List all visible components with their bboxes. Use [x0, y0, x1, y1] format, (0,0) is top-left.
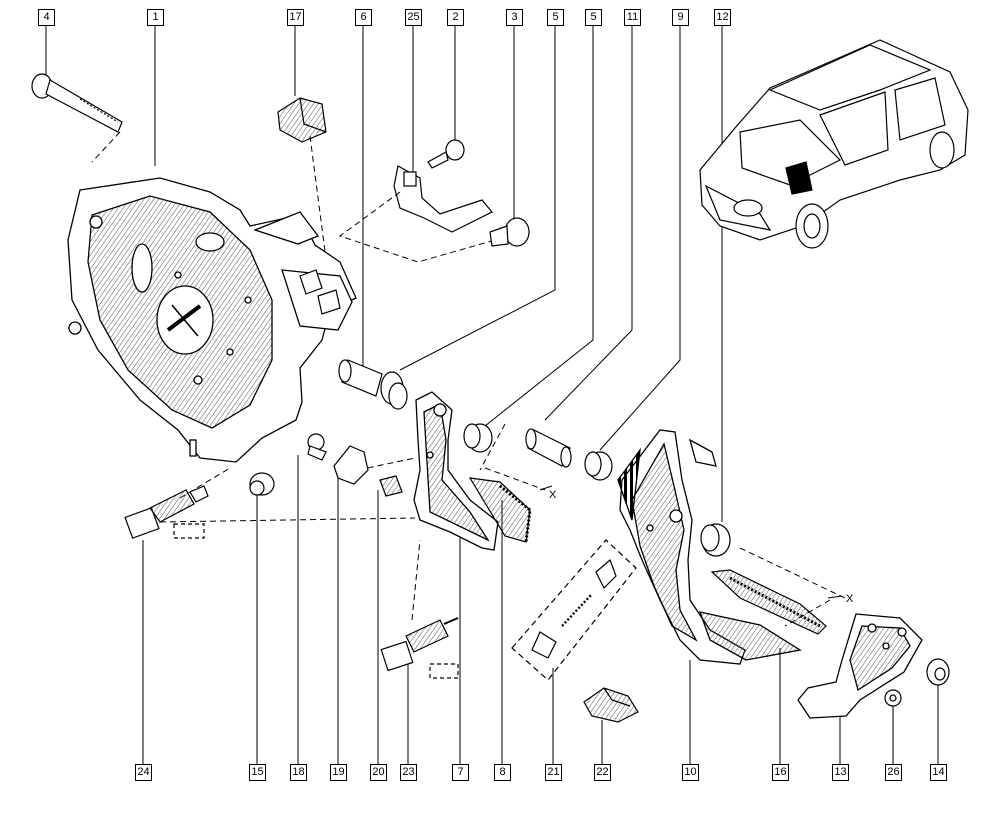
callout-13: 13	[832, 764, 849, 781]
washer-part-26	[884, 689, 902, 707]
pedal-box-bracket	[67, 177, 357, 463]
leader-lines	[45, 26, 939, 764]
callout-4: 4	[38, 9, 55, 26]
callout-25: 25	[405, 9, 422, 26]
quadrant-part-16	[710, 569, 827, 635]
clutch-pedal-part-7	[413, 391, 499, 551]
bushing-part-6	[338, 359, 408, 410]
callout-9: 9	[672, 9, 689, 26]
callout-11: 11	[624, 9, 641, 26]
clip-part-25	[393, 165, 493, 233]
callout-1: 1	[147, 9, 164, 26]
callout-19: 19	[330, 764, 347, 781]
callout-24: 24	[135, 764, 152, 781]
x-marker-1: X	[549, 489, 557, 501]
x-marker-2: X	[846, 593, 854, 605]
sleeve-part-11	[525, 428, 572, 468]
callout-20: 20	[370, 764, 387, 781]
callout-5-b: 5	[585, 9, 602, 26]
car-illustration	[699, 39, 969, 249]
callout-15: 15	[249, 764, 266, 781]
small-parts-upper-bracket	[299, 269, 341, 315]
callout-22: 22	[594, 764, 611, 781]
callout-8: 8	[494, 764, 511, 781]
bolt-part-4	[31, 73, 123, 133]
nut-part-3	[489, 217, 530, 247]
nut-part-5	[463, 423, 493, 453]
callout-7: 7	[452, 764, 469, 781]
bushing-part-12	[700, 523, 731, 557]
callout-14: 14	[930, 764, 947, 781]
callout-2: 2	[447, 9, 464, 26]
quadrant-part-8	[468, 477, 532, 543]
callout-18: 18	[290, 764, 307, 781]
callout-17: 17	[287, 9, 304, 26]
switch-part-23	[380, 617, 459, 679]
nut-part-14	[926, 658, 950, 686]
clip-part-22	[583, 687, 639, 723]
callout-6: 6	[355, 9, 372, 26]
callout-26: 26	[885, 764, 902, 781]
callout-5-a: 5	[547, 9, 564, 26]
bracket-part-13	[797, 613, 923, 719]
assembly-dashed-lines	[91, 131, 846, 627]
callout-16: 16	[772, 764, 789, 781]
nut-part-9	[584, 451, 613, 481]
x-axis-markers: X X	[539, 485, 854, 605]
callout-21: 21	[545, 764, 562, 781]
callout-23: 23	[400, 764, 417, 781]
switch-part-24	[124, 485, 209, 539]
callout-12: 12	[714, 9, 731, 26]
spring-assembly-part-21	[511, 539, 637, 681]
switch-part-17	[277, 97, 327, 143]
callout-10: 10	[682, 764, 699, 781]
small-parts-15-18-19-20	[249, 433, 403, 497]
screw-part-2	[427, 139, 465, 169]
callout-3: 3	[506, 9, 523, 26]
brake-pedal-part-10	[617, 429, 802, 665]
